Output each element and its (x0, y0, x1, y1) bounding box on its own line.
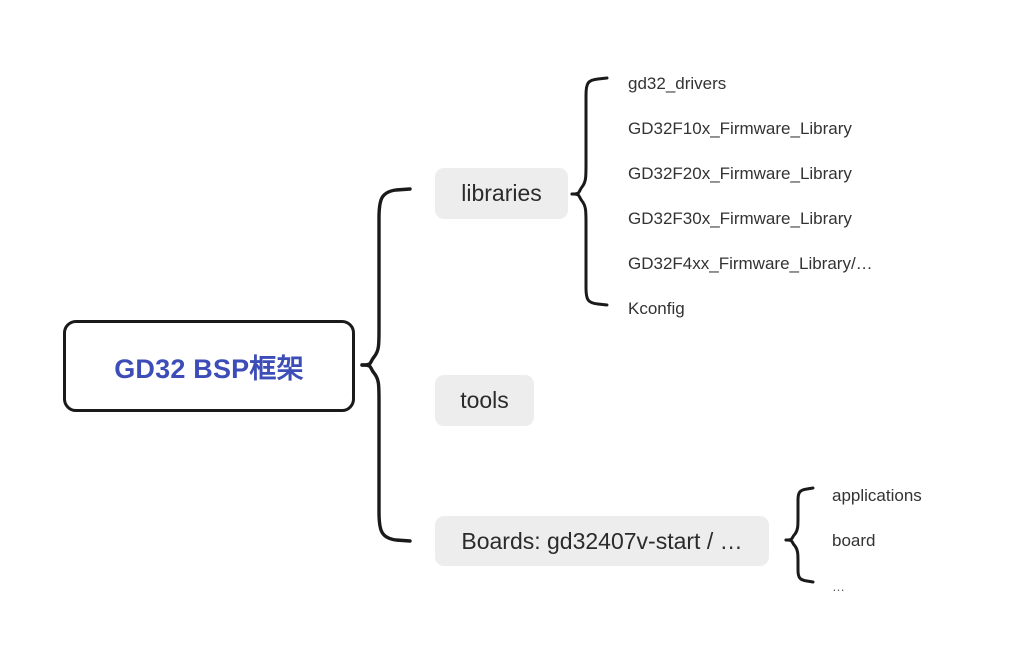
leaf-gd32f10x-firmware-library: GD32F10x_Firmware_Library (628, 119, 852, 138)
leaf-gd32f20x-firmware-library: GD32F20x_Firmware_Library (628, 164, 852, 183)
root-node-label: GD32 BSP框架 (114, 353, 304, 384)
node-tools-label: tools (460, 387, 509, 413)
main-brace-lower (360, 363, 412, 543)
leaf-boards-ellipsis: … (832, 579, 846, 594)
libraries-brace-lower (570, 192, 609, 307)
boards-brace (784, 486, 815, 542)
leaf-kconfig: Kconfig (628, 299, 685, 318)
leaf-gd32f4xx-firmware-library: GD32F4xx_Firmware_Library/… (628, 254, 873, 273)
node-boards-label: Boards: gd32407v-start / … (461, 527, 743, 554)
leaf-board: board (832, 531, 876, 550)
libraries-brace (570, 76, 609, 196)
leaf-gd32f30x-firmware-library: GD32F30x_Firmware_Library (628, 209, 852, 228)
node-tools[interactable]: tools (435, 375, 534, 426)
leaf-applications: applications (832, 486, 922, 505)
root-node[interactable]: GD32 BSP框架 (63, 320, 355, 412)
node-libraries-label: libraries (461, 180, 542, 206)
node-boards[interactable]: Boards: gd32407v-start / … (435, 516, 769, 566)
leaf-gd32-drivers: gd32_drivers (628, 74, 727, 93)
main-brace (360, 187, 412, 367)
node-libraries[interactable]: libraries (435, 168, 568, 219)
boards-brace-lower (784, 538, 815, 584)
